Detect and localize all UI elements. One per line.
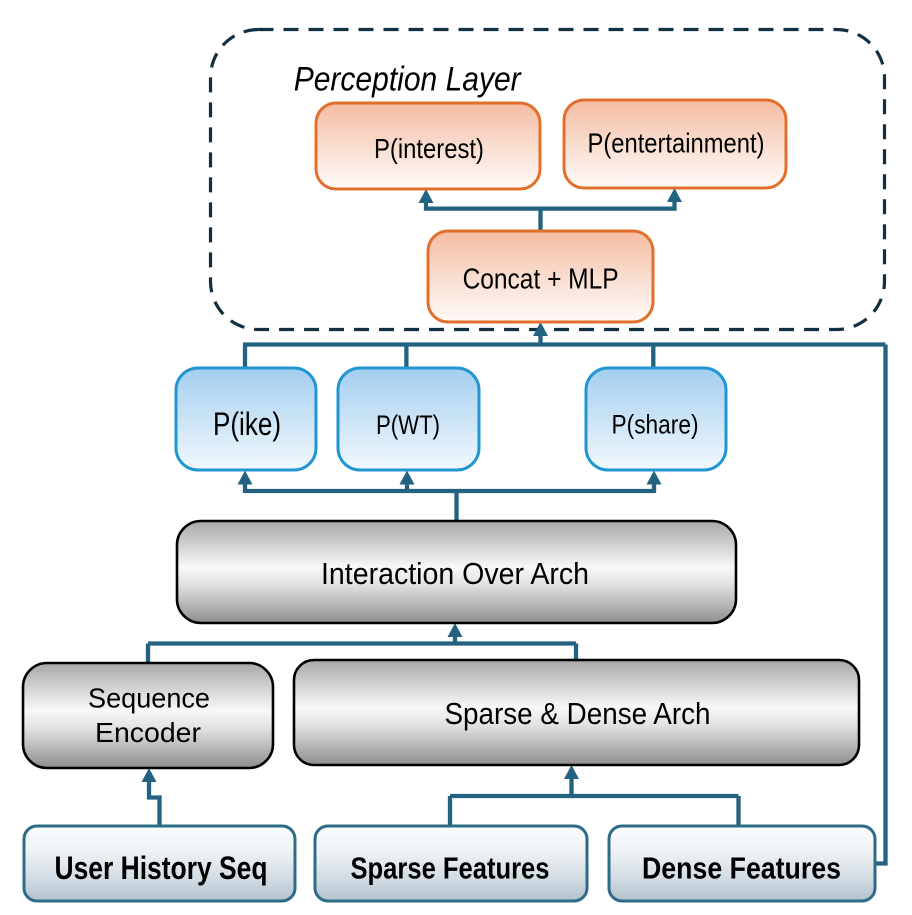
svg-text:Dense Features: Dense Features [642, 851, 841, 886]
svg-text:Interaction Over Arch: Interaction Over Arch [321, 556, 589, 591]
svg-text:Encoder: Encoder [95, 717, 201, 748]
svg-text:User History Seq: User History Seq [55, 850, 268, 886]
svg-text:Sparse & Dense Arch: Sparse & Dense Arch [445, 697, 711, 731]
svg-text:P(ike): P(ike) [213, 406, 281, 442]
svg-text:P(WT): P(WT) [376, 410, 440, 440]
svg-text:P(entertainment): P(entertainment) [588, 128, 765, 159]
svg-text:P(interest): P(interest) [374, 133, 484, 164]
svg-text:P(share): P(share) [612, 410, 699, 440]
svg-text:Perception Layer: Perception Layer [294, 61, 522, 99]
svg-text:Sparse Features: Sparse Features [351, 851, 550, 886]
svg-text:Concat + MLP: Concat + MLP [463, 264, 619, 296]
svg-text:Sequence: Sequence [88, 683, 210, 714]
